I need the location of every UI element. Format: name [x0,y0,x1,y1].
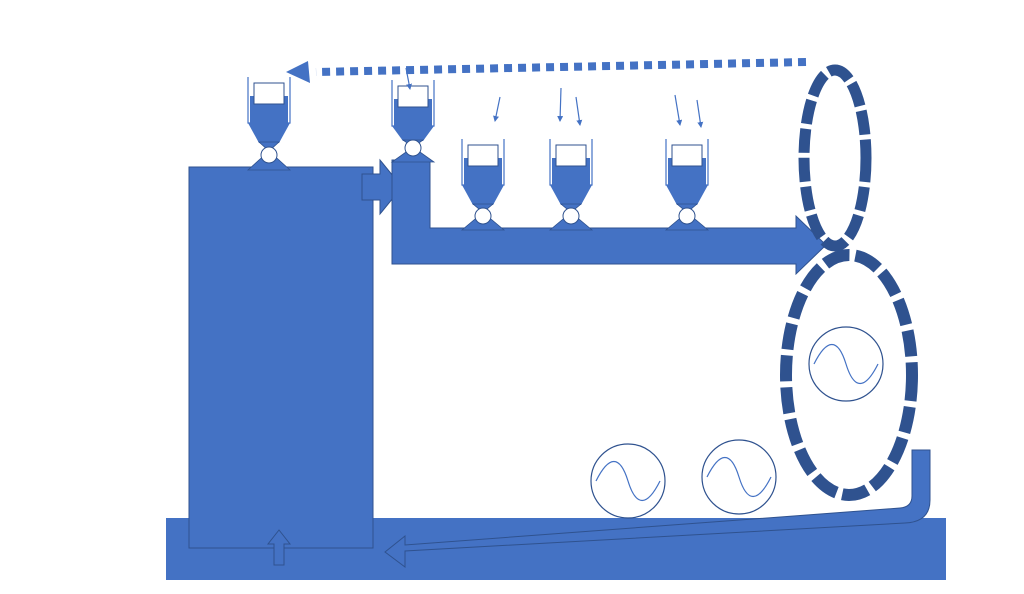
feed-arrow-4 [575,96,583,126]
generator-left [590,443,666,519]
hopper-3 [460,139,506,231]
feed-arrow-1 [405,67,413,90]
feed-arrow-3 [557,87,564,122]
feed-arrow-5 [674,94,683,126]
hopper-5 [664,139,710,231]
feed-arrows [405,67,704,128]
upper-loop [798,64,872,252]
return-pipe [384,449,931,568]
hopper-2 [390,80,436,163]
top-return-arrowhead [286,61,310,83]
header-arrow [391,159,827,276]
top-return-line [315,58,807,76]
lower-loop [780,249,918,501]
vertical-column [188,166,374,549]
up-arrow [266,529,292,566]
column-outlet-arrow [361,158,403,216]
hopper-4 [548,139,594,231]
feed-arrow-6 [696,99,704,128]
hopper-1 [246,77,292,171]
feed-arrow-2 [493,96,501,122]
generator-in-loop [808,326,884,402]
generator-right [701,439,777,515]
